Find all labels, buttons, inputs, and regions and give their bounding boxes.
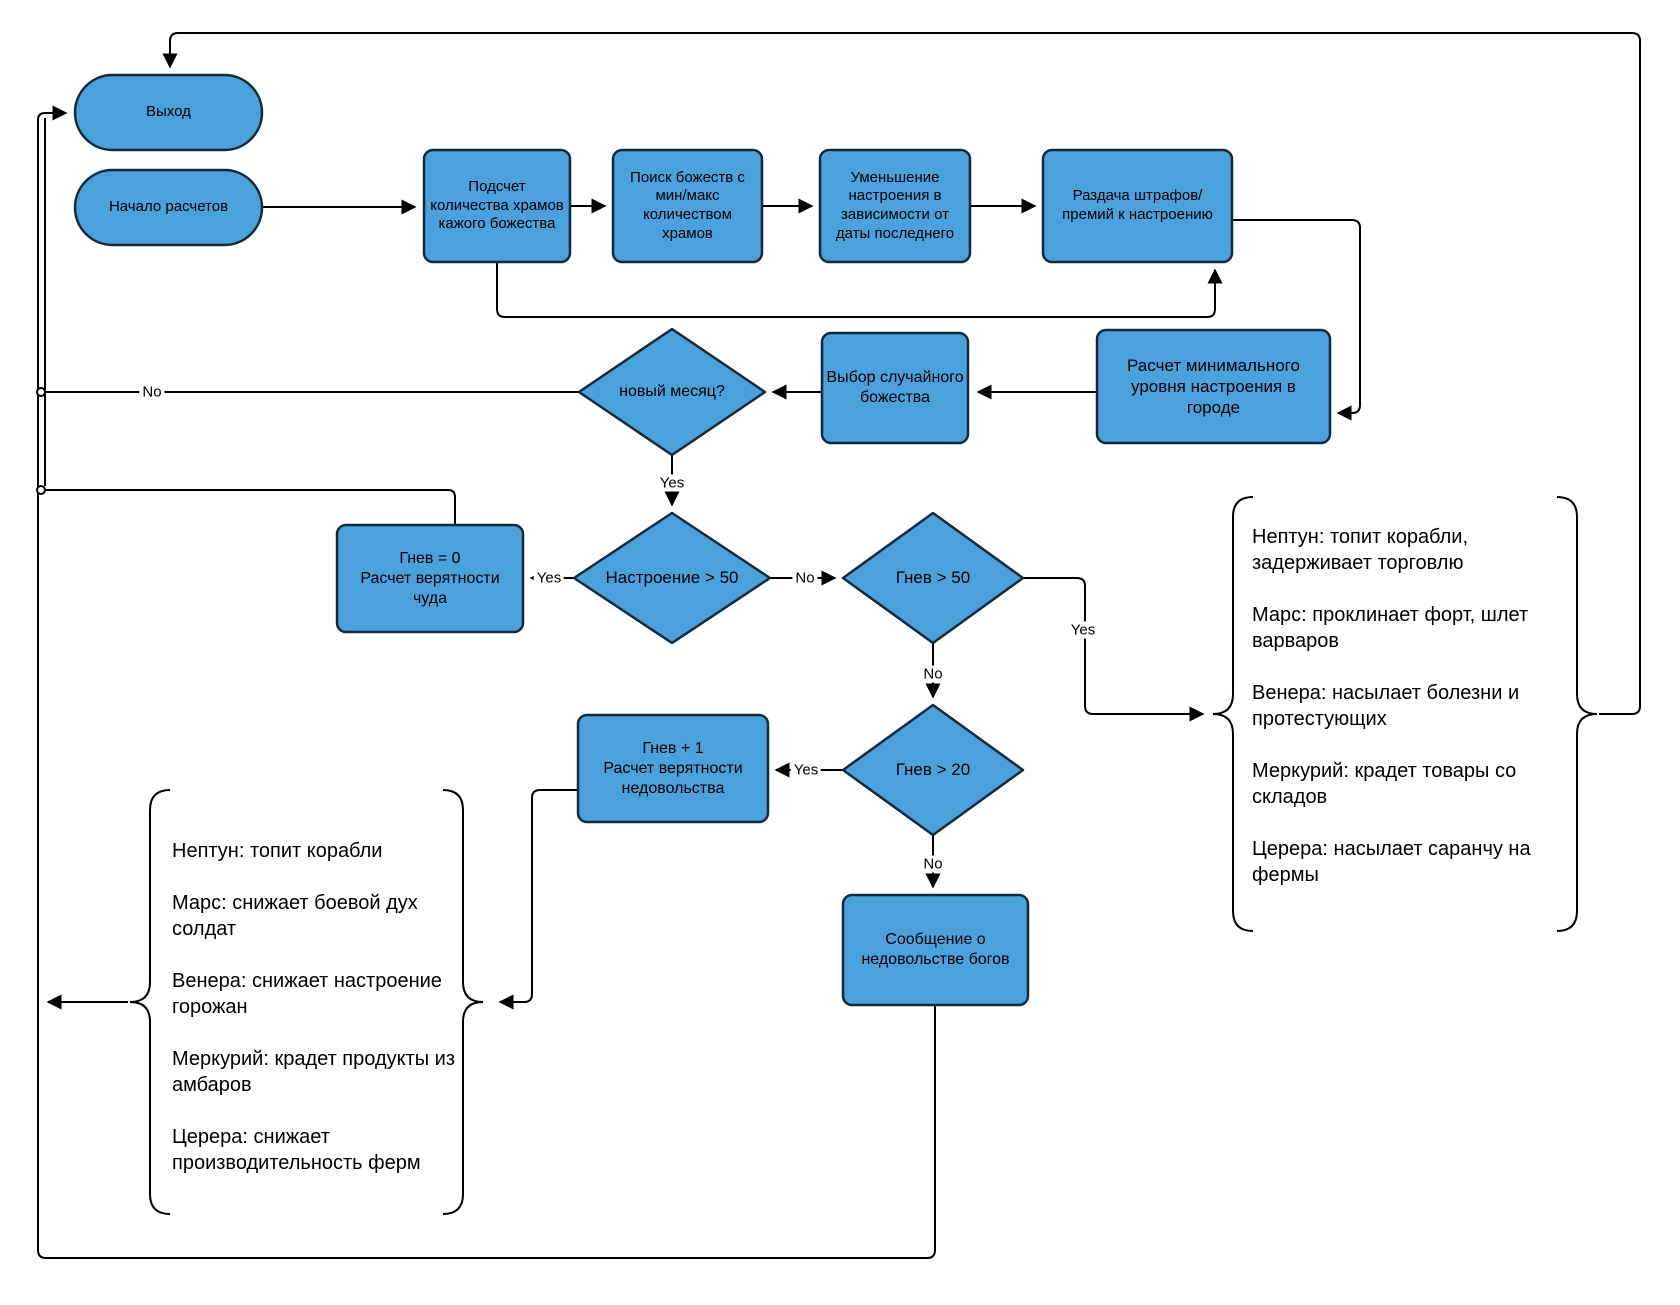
label-anger20-yes: Yes <box>790 761 822 779</box>
edge-layer <box>36 32 1641 1259</box>
trunk-junction-dot <box>36 387 46 397</box>
node-layer <box>73 73 1332 1007</box>
gods-message-node[interactable]: Сообщение о недовольстве богов <box>861 931 1010 968</box>
label-anger20-no: No <box>920 855 946 873</box>
mood-gt50-shape[interactable] <box>572 511 772 645</box>
label-anger50-yes: Yes <box>1067 621 1099 639</box>
find-minmax-node[interactable]: Поиск божеств с мин/макс количеством хра… <box>630 168 745 242</box>
wrath-minor-block[interactable]: Нептун: топит корабли Марс: снижает боев… <box>172 838 467 1176</box>
anger-gt20-shape[interactable] <box>841 703 1025 837</box>
anger-gt20-node[interactable]: Гнев > 20 <box>895 760 971 780</box>
penalties-node[interactable]: Раздача штрафов/премий к настроению <box>1062 187 1213 223</box>
edge-message-loop-to-exit <box>37 105 936 1259</box>
edge-rightblock-to-exit <box>162 32 1641 715</box>
find-minmax-shape[interactable] <box>611 148 764 264</box>
decrease-mood-shape[interactable] <box>818 148 972 264</box>
trunk-junction-dot <box>36 485 46 495</box>
new-month-node[interactable]: новый месяц? <box>619 383 725 400</box>
edge-anger50-yes <box>1023 577 1205 722</box>
wrath-minor-item: Марс: снижает боевой дух солдат <box>172 892 418 940</box>
edge-count-to-penalties-loop <box>496 262 1223 318</box>
wrath-major-block[interactable]: Нептун: топит корабли, задерживает торго… <box>1252 524 1554 888</box>
mood-gt50-node[interactable]: Настроение > 50 <box>605 568 739 588</box>
anger-reset-node[interactable]: Гнев = 0 Расчет верятности чуда <box>360 549 500 607</box>
right-block-right-brace <box>1556 496 1598 932</box>
edge-angerinc-to-block <box>498 789 578 1010</box>
anger-gt50-shape[interactable] <box>841 511 1025 645</box>
wrath-major-item: Нептун: топит корабли, задерживает торго… <box>1252 526 1469 574</box>
wrath-major-item: Меркурий: крадет товары со складов <box>1252 760 1517 808</box>
start-shape[interactable] <box>73 168 264 247</box>
exit-shape[interactable] <box>73 73 264 152</box>
label-mood-no: No <box>792 569 818 587</box>
wrath-minor-item: Венера: снижает настроение горожан <box>172 970 442 1018</box>
wrath-minor-item: Церера: снижает производительность ферм <box>172 1126 421 1174</box>
bracket-layer <box>129 496 1598 1215</box>
right-block-left-brace <box>1212 496 1254 932</box>
wrath-minor-item: Нептун: топит корабли <box>172 840 383 862</box>
min-city-mood-shape[interactable] <box>1095 328 1332 445</box>
anger-reset-shape[interactable] <box>335 523 525 634</box>
gods-message-shape[interactable] <box>841 893 1030 1007</box>
count-temples-node[interactable]: Подсчет количества храмов кажого божеств… <box>430 177 564 233</box>
wrath-minor-item: Меркурий: крадет продукты из амбаров <box>172 1048 456 1096</box>
decrease-mood-node[interactable]: Уменьшение настроения в зависимости от д… <box>835 168 955 242</box>
wrath-major-item: Марс: проклинает форт, шлет варваров <box>1252 604 1529 652</box>
label-newmonth-no: No <box>139 383 165 401</box>
label-newmonth-yes: Yes <box>656 474 688 492</box>
wrath-major-item: Венера: насылает болезни и протестующих <box>1252 682 1520 730</box>
random-god-node[interactable]: Выбор случайного божества <box>826 369 964 406</box>
count-temples-shape[interactable] <box>422 148 572 264</box>
label-anger50-no: No <box>920 665 946 683</box>
start-node[interactable]: Начало расчетов <box>108 198 229 216</box>
anger-inc-node[interactable]: Гнев + 1 Расчет верятности недовольства <box>603 739 743 797</box>
edge-angerreset-out <box>44 489 456 525</box>
left-block-left-brace <box>129 789 171 1215</box>
edge-penalties-to-mincity <box>1232 219 1361 421</box>
left-block-right-brace <box>442 789 484 1215</box>
exit-node[interactable]: Выход <box>146 103 191 121</box>
label-mood-yes: Yes <box>533 569 565 587</box>
penalties-shape[interactable] <box>1041 148 1234 264</box>
anger-gt50-node[interactable]: Гнев > 50 <box>895 568 971 588</box>
wrath-major-item: Церера: насылает саранчу на фермы <box>1252 838 1531 886</box>
random-god-shape[interactable] <box>820 331 970 445</box>
min-city-mood-node[interactable]: Расчет минимального уровня настроения в … <box>1127 355 1300 418</box>
anger-inc-shape[interactable] <box>576 713 770 824</box>
new-month-shape[interactable] <box>577 327 767 457</box>
